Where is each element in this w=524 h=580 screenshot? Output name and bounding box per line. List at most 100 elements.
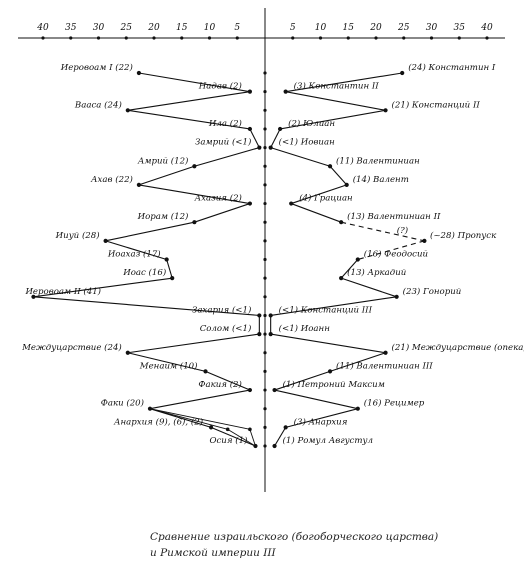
right-point-label: (16) Рецимер: [364, 398, 425, 409]
tick-mark: [235, 36, 239, 40]
left-point-label: Ииуй (28): [55, 230, 100, 241]
left-point-label: Иоахаз (17): [107, 249, 161, 260]
right-series-segment: [329, 352, 386, 372]
left-point: [257, 145, 262, 150]
tick-label: 40: [480, 23, 493, 33]
tick-mark: [69, 36, 73, 40]
tick-label: 10: [315, 23, 327, 33]
center-dot: [263, 407, 267, 411]
tick-mark: [152, 36, 156, 40]
right-point-label: (4) Грациан: [299, 193, 353, 204]
right-point-label: (~28) Пропуск: [430, 230, 497, 241]
right-point-label: (21) Междуцарствие (опека): [392, 342, 524, 353]
right-point: [422, 238, 427, 243]
tick-label: 30: [93, 23, 105, 33]
right-point: [383, 108, 388, 113]
left-point-label: Надав (2): [198, 81, 242, 92]
right-series-segment: [340, 259, 359, 279]
right-point-label: (<1) Иоанн: [279, 323, 331, 334]
center-dot: [263, 108, 267, 112]
center-dot: [263, 276, 267, 280]
right-series-segment: [270, 333, 386, 354]
center-dot: [263, 257, 267, 262]
left-series-segment: [33, 277, 173, 298]
tick-label: 25: [397, 23, 410, 33]
left-point: [208, 425, 214, 430]
right-series-segment: [285, 91, 386, 111]
left-point: [247, 126, 252, 132]
right-point-label: (23) Гонорий: [403, 286, 462, 297]
right-point: [339, 220, 344, 225]
center-dot: [263, 90, 267, 94]
right-point: [400, 70, 405, 76]
left-point: [125, 108, 130, 113]
center-dot: [263, 164, 267, 168]
left-point: [125, 350, 130, 355]
left-point-label: Иеровоам II (41): [24, 286, 101, 297]
center-dot: [263, 369, 267, 373]
tick-mark: [207, 36, 212, 40]
center-dot: [263, 127, 267, 131]
left-fan-point: [225, 427, 230, 432]
right-series-segment: [270, 128, 281, 148]
right-point: [272, 443, 277, 449]
right-point-label: (3) Константин II: [294, 81, 380, 92]
right-point: [339, 276, 344, 281]
right-point: [355, 257, 360, 262]
right-series-segment: [274, 370, 331, 391]
caption-line-2: и Римской империи III: [150, 547, 276, 559]
left-series-segment: [194, 203, 251, 223]
right-series-segment: [357, 240, 425, 261]
left-series-segment: [127, 352, 206, 372]
right-point-label: (2) Юлиан: [288, 118, 335, 129]
left-point: [192, 164, 197, 169]
left-series-segment: [127, 333, 260, 354]
left-point-label: Осия (1): [209, 435, 247, 446]
left-series-segment: [194, 147, 260, 167]
left-point-label: Иеровоам I (22): [60, 62, 133, 73]
left-point: [136, 70, 141, 76]
left-point-label: Анархия (9), (6), (2): [113, 416, 203, 427]
left-point-label: Иорам (12): [137, 211, 189, 222]
left-fan-point: [248, 427, 252, 432]
left-point: [257, 332, 262, 337]
left-point: [31, 294, 36, 299]
center-dot: [263, 220, 267, 224]
left-series-segment: [249, 128, 260, 148]
right-point-label: (14) Валент: [353, 174, 409, 185]
caption-line-1: Сравнение израильского (богоборческого ц…: [150, 531, 439, 543]
right-point-label: (16) Феодосий: [364, 249, 428, 260]
left-point-label: Амрий (12): [137, 155, 189, 166]
right-point-label: (1) Ромул Августул: [283, 435, 373, 446]
left-series-segment: [138, 184, 250, 205]
center-dot: [263, 351, 267, 355]
left-point-label: Факи (20): [101, 398, 144, 409]
left-point-label: Вааса (24): [74, 99, 122, 110]
center-dot: [263, 146, 267, 150]
right-point-label: (13) Аркадий: [347, 267, 406, 278]
center-dot: [263, 71, 267, 75]
right-point: [283, 425, 288, 430]
right-point: [355, 406, 360, 411]
left-point: [257, 313, 262, 318]
tick-label: 35: [65, 23, 77, 33]
tick-mark: [457, 36, 461, 40]
right-point: [327, 164, 333, 169]
left-point-label: Ахав (22): [90, 174, 133, 185]
center-dot: [263, 183, 267, 187]
right-point: [327, 369, 333, 374]
left-fan-line: [149, 408, 250, 430]
right-series-segment: [280, 109, 386, 130]
tick-label: 5: [234, 23, 240, 33]
right-point: [383, 350, 388, 355]
left-point-label: Захария (<1): [192, 304, 251, 315]
tick-label: 15: [343, 23, 355, 33]
left-series-segment: [105, 221, 195, 242]
right-series-segment: [340, 277, 397, 298]
tick-mark: [41, 36, 45, 40]
right-series-segment: [270, 147, 331, 167]
right-series-segment: [329, 165, 348, 186]
tick-mark: [318, 36, 323, 40]
left-point-label: Междуцарствие (24): [21, 342, 122, 353]
